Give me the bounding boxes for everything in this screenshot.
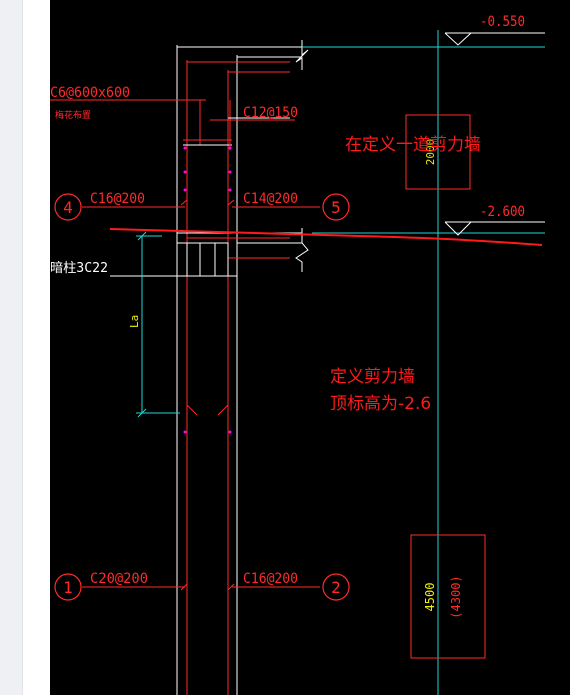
markup-line (109, 228, 543, 246)
axis-4: 4 (63, 198, 73, 217)
cad-drawing: La 4 5 1 2 C6@600x600 梅花布置 C12@150 C16@2… (50, 14, 545, 695)
axis-2: 2 (331, 578, 341, 597)
rebar-5: C14@200 (243, 191, 298, 207)
leader-lines (50, 99, 320, 588)
dimension-box-top (405, 114, 471, 190)
top-slab (177, 40, 545, 73)
level-top: -0.550 (480, 14, 525, 30)
spec-top-left-sub: 梅花布置 (55, 109, 91, 121)
box-bottom-paren: (4300) (449, 575, 463, 618)
axis-bubble-5 (322, 193, 350, 221)
cad-drawing-canvas[interactable]: La 4 5 1 2 C6@600x600 梅花布置 C12@150 C16@2… (50, 0, 570, 695)
box-top-value: 2000 (424, 139, 437, 166)
axis-1: 1 (63, 578, 73, 597)
stirrup-region-top (183, 99, 290, 150)
axis-bubbles (54, 193, 350, 601)
rebar-dots (183, 146, 232, 434)
splice-marks (180, 199, 235, 591)
level-mid: -2.600 (480, 204, 525, 220)
level-marker-top (444, 32, 545, 46)
rebar-4: C16@200 (90, 191, 145, 207)
level-marker-mid (444, 221, 545, 236)
left-panel (0, 0, 23, 695)
spec-top-left: C6@600x600 (50, 85, 130, 101)
note-2-line1: 定义剪力墙 (330, 367, 415, 387)
rebar-2: C16@200 (243, 571, 298, 587)
axis-bubble-4 (54, 193, 82, 221)
wall-lines (176, 45, 238, 695)
box-bottom-value: 4500 (423, 583, 437, 612)
axis-5: 5 (331, 198, 341, 217)
page-margin (23, 0, 50, 695)
la-dimension (136, 231, 180, 418)
dimension-box-bottom (410, 534, 486, 659)
beam-label: 暗柱3C22 (50, 261, 108, 276)
rebar-1: C20@200 (90, 571, 148, 587)
note-1: 在定义一道剪力墙 (345, 135, 481, 155)
note-2-line2: 顶标高为-2.6 (330, 394, 431, 414)
spec-top-right: C12@150 (243, 105, 298, 121)
la-label: La (128, 315, 141, 328)
axis-bubble-1 (54, 573, 82, 601)
axis-bubble-2 (322, 573, 350, 601)
